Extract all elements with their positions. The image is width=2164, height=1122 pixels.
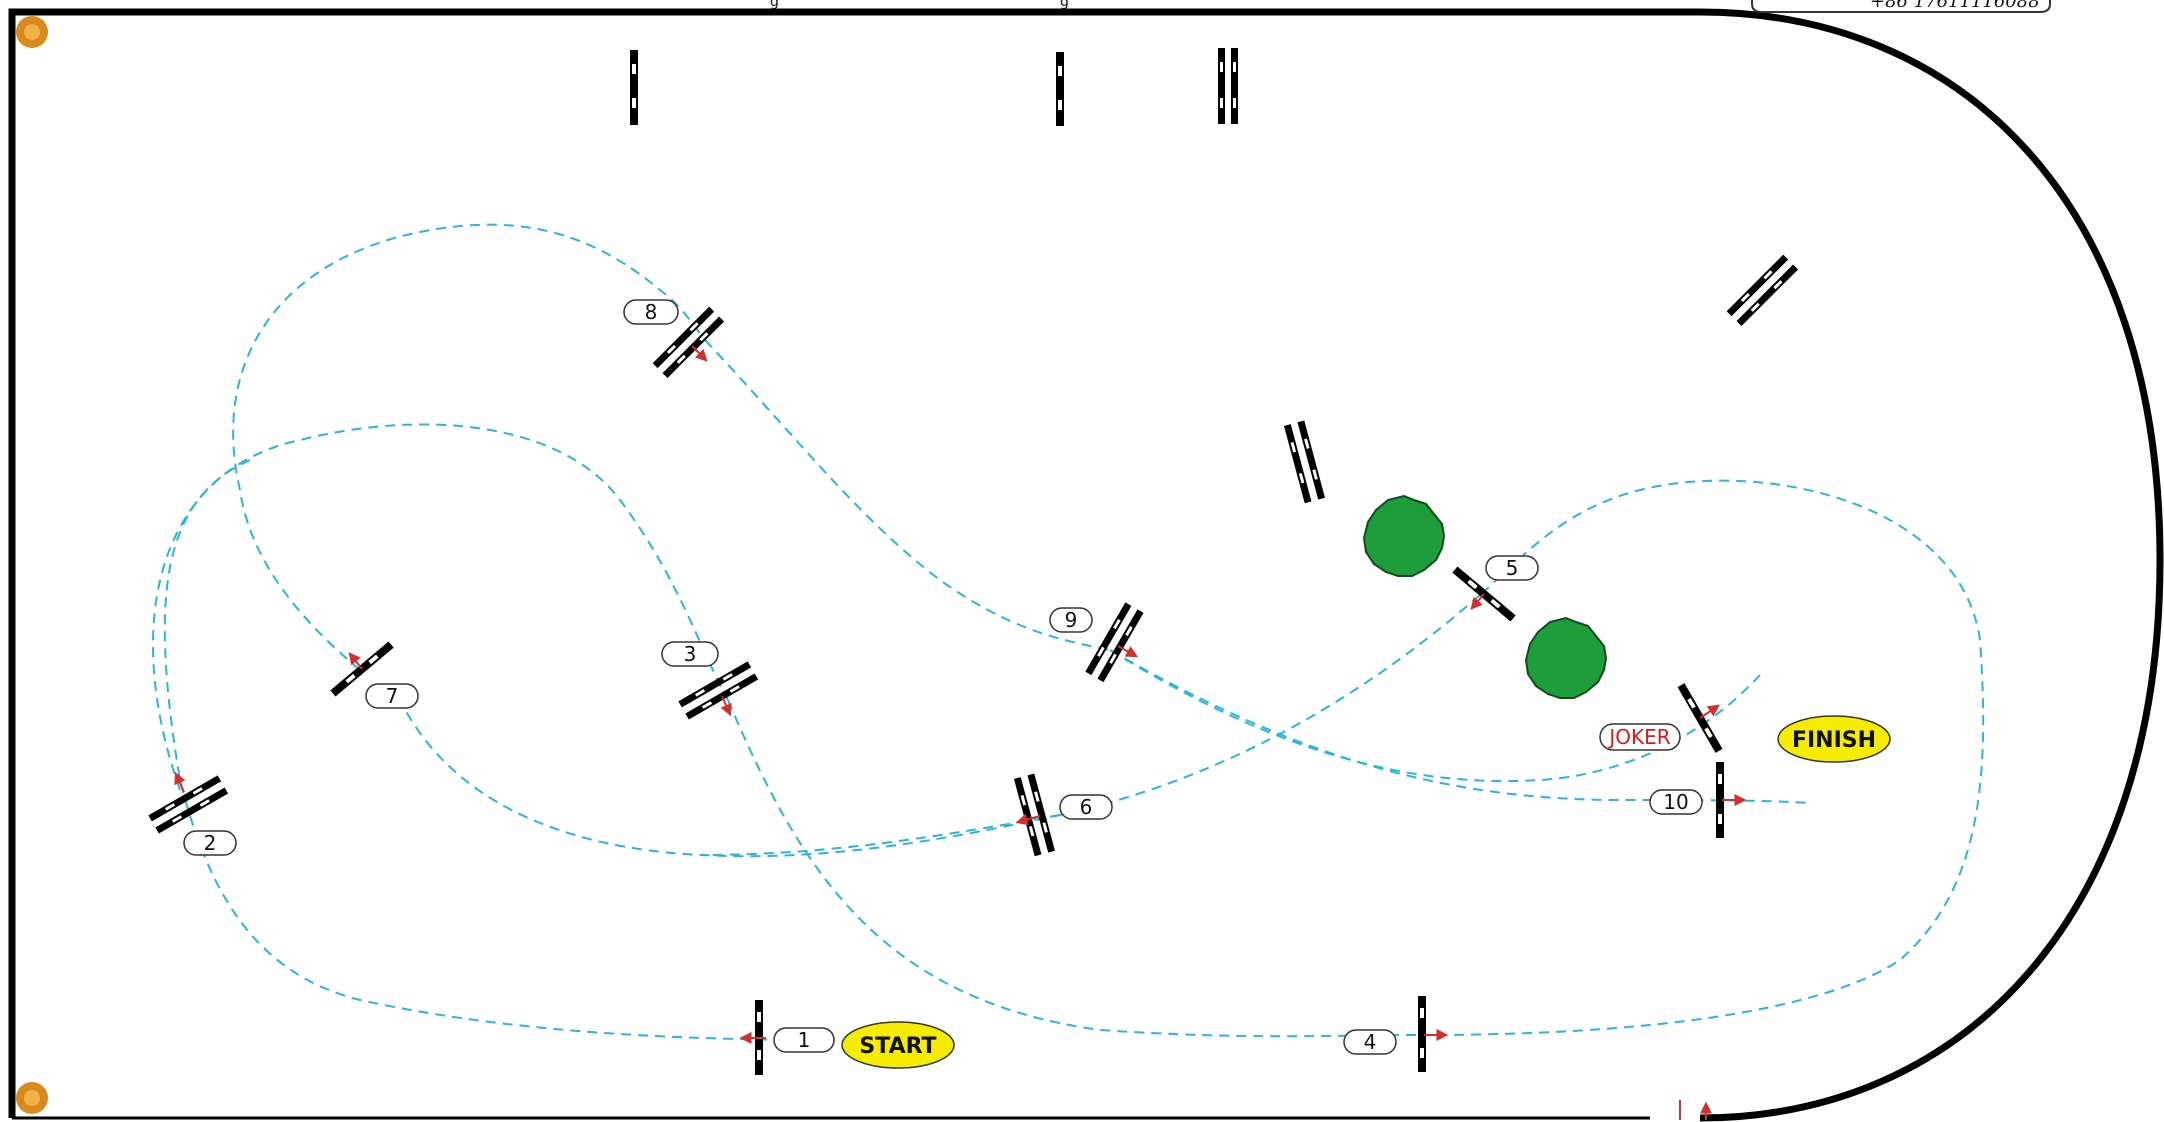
svg-text:3: 3 — [684, 642, 697, 666]
gate-arrow-icon — [1679, 1100, 1712, 1120]
path-8-to-9 — [704, 339, 1111, 651]
top-cut-text: g — [770, 0, 779, 10]
path-4-to-5 — [1419, 479, 1985, 1036]
fence-1 — [739, 1000, 766, 1075]
svg-text:2: 2 — [204, 831, 217, 855]
svg-text:9: 9 — [1065, 608, 1078, 632]
path-2-loop-to-3 — [152, 423, 729, 791]
fence-number-label: 5 — [1485, 555, 1539, 581]
svg-text:7: 7 — [386, 684, 399, 708]
spare-fence-mid — [1283, 420, 1325, 504]
path-7-to-8 — [232, 223, 706, 671]
fence-number-label: 10 — [1649, 789, 1703, 815]
spare-fence-top-1 — [630, 50, 638, 125]
flower-pot-icon — [16, 16, 48, 48]
contact-phone: +86 17611116088 — [1870, 0, 2040, 12]
arrow-9 — [1117, 645, 1139, 658]
fence-number-label: 8 — [623, 299, 679, 325]
contact-box: +86 17611116088 — [1751, 0, 2051, 13]
svg-text:4: 4 — [1364, 1030, 1377, 1054]
spare-fence-top-2 — [1056, 52, 1064, 126]
svg-text:8: 8 — [645, 300, 658, 324]
finish-badge: FINISH — [1777, 715, 1891, 763]
fence-9 — [1085, 602, 1144, 683]
svg-text:10: 10 — [1663, 790, 1688, 814]
fence-number-label: 2 — [183, 830, 237, 856]
arrow-joker — [1699, 704, 1720, 719]
arrow-5 — [1470, 593, 1485, 610]
path-5-to-6 — [399, 594, 1481, 858]
start-badge: START — [841, 1021, 955, 1069]
fence-4 — [1418, 996, 1449, 1072]
path-start-to-2 — [163, 459, 836, 1041]
tree-icon — [1362, 494, 1446, 577]
arena-boundary — [8, 8, 2164, 1122]
arrow-2 — [174, 771, 186, 793]
svg-text:START: START — [859, 1034, 936, 1059]
fence-number-label: 7 — [365, 683, 419, 709]
arrow-8 — [691, 345, 708, 362]
spare-fence-right — [1726, 254, 1799, 327]
fence-6 — [1013, 773, 1055, 857]
flower-pot-icon — [16, 1082, 48, 1114]
fence-3 — [678, 661, 759, 720]
arrow-7 — [348, 652, 363, 670]
svg-text:6: 6 — [1080, 795, 1093, 819]
fence-number-label: 1 — [773, 1027, 835, 1053]
fence-10 — [1716, 762, 1747, 838]
svg-text:FINISH: FINISH — [1792, 728, 1876, 753]
joker-label: JOKER — [1599, 723, 1681, 751]
course-path — [152, 223, 1985, 1041]
spare-fence-top-3 — [1218, 48, 1238, 124]
fence-number-label: 6 — [1059, 794, 1113, 820]
fence-number-label: 9 — [1049, 607, 1093, 633]
path-9-to-joker — [1109, 649, 1761, 783]
svg-text:1: 1 — [798, 1028, 811, 1052]
arrow-3 — [720, 695, 732, 717]
top-cut-text-2: g — [1060, 0, 1069, 10]
svg-text:JOKER: JOKER — [1607, 725, 1670, 749]
tree-icon — [1524, 616, 1608, 699]
arrow-6 — [1015, 813, 1041, 826]
fence-2 — [148, 775, 229, 834]
path-6-to-7 — [699, 814, 1061, 856]
svg-text:5: 5 — [1506, 556, 1519, 580]
fence-number-label: 3 — [661, 641, 719, 667]
fence-number-label: 4 — [1343, 1029, 1397, 1055]
